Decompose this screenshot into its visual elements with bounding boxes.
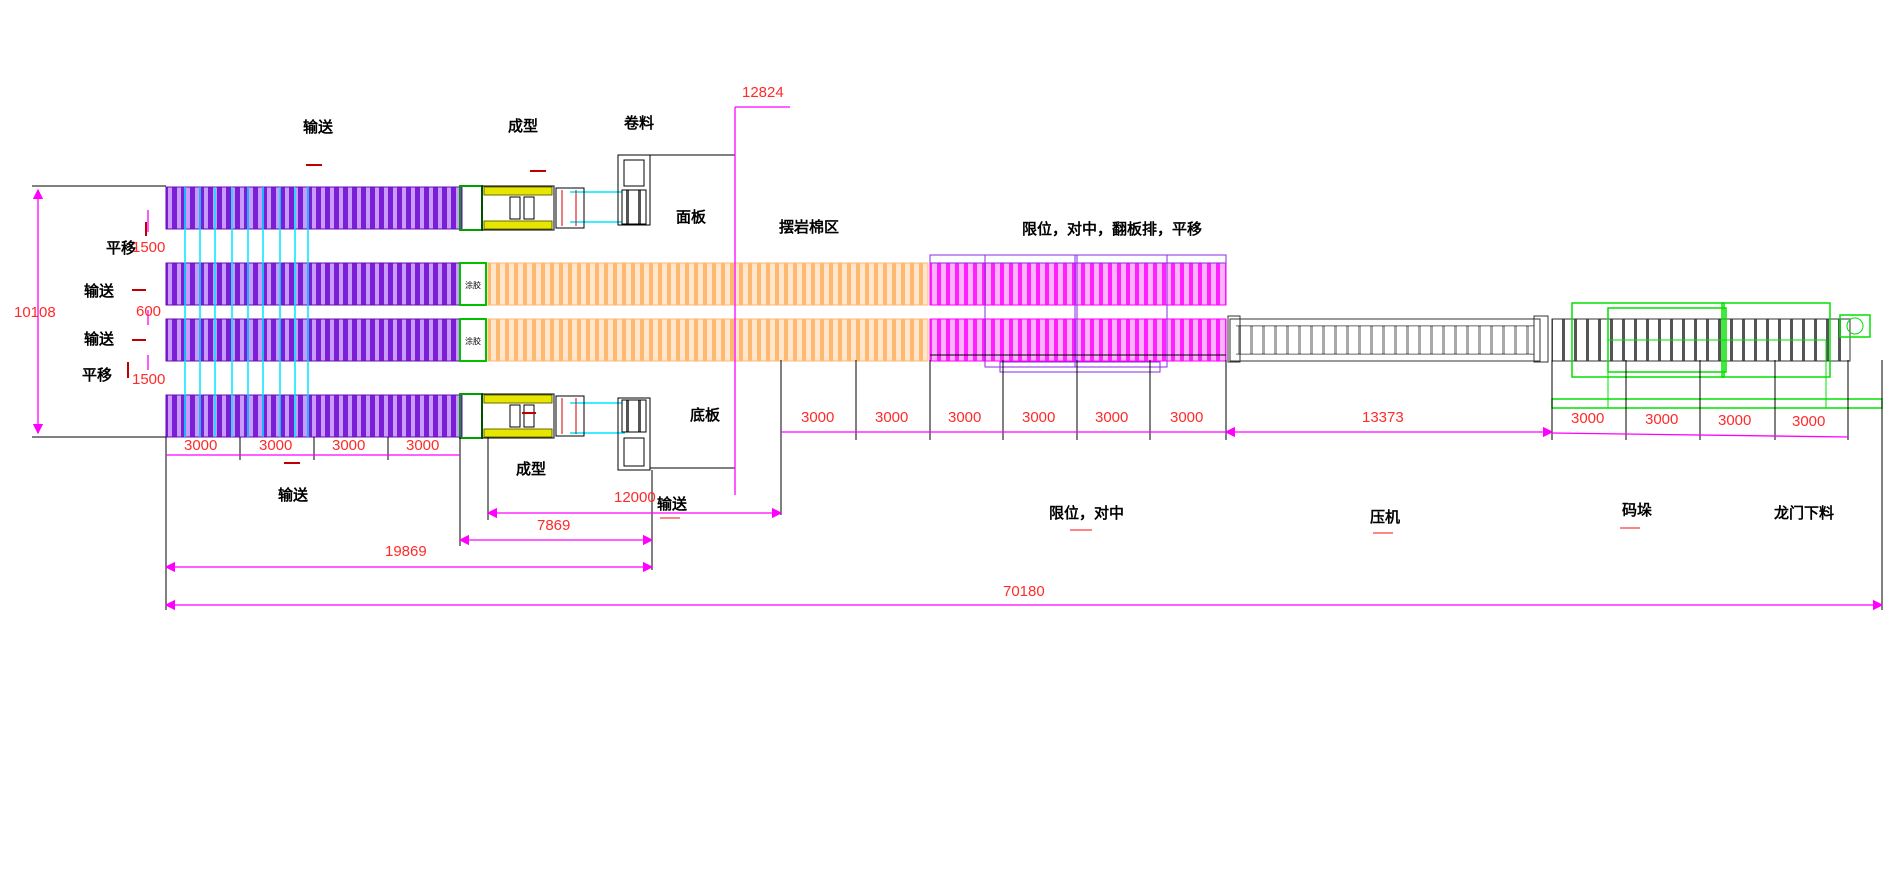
dim-19869: 19869: [385, 543, 427, 560]
glue-label-1: 涂胶: [465, 280, 481, 290]
dim-12000: 12000: [614, 489, 656, 506]
dim-600: 600: [136, 303, 161, 320]
dim-left-seg-4: 3000: [406, 437, 439, 454]
label-coiling: 卷料: [623, 114, 654, 132]
dim-mid-seg-2: 3000: [875, 409, 908, 426]
transfer-lines: [184, 187, 625, 437]
dim-left-seg-2: 3000: [259, 437, 292, 454]
dim-mid-seg-6: 3000: [1170, 409, 1203, 426]
label-limit-center-flip: 限位，对中，翻板排，平移: [1022, 220, 1202, 238]
label-translate-upper: 平移: [106, 239, 136, 257]
dimension-lines: [32, 106, 1884, 611]
direction-arrows: [127, 164, 1640, 534]
glue-unit-2: 涂胶: [459, 318, 487, 362]
dim-1500-top: 1500: [132, 239, 165, 256]
press-line: [1227, 315, 1549, 363]
dim-7869: 7869: [537, 517, 570, 534]
dim-right-seg-3: 3000: [1718, 412, 1751, 429]
dim-mid-seg-4: 3000: [1022, 409, 1055, 426]
dim-10108: 10108: [14, 304, 56, 321]
conveyor-row-bottom: [165, 394, 463, 438]
glue-label-2: 涂胶: [465, 336, 481, 346]
dim-mid-seg-3: 3000: [948, 409, 981, 426]
label-limit-center: 限位，对中: [1049, 504, 1124, 522]
dim-right-seg-1: 3000: [1571, 410, 1604, 427]
dim-mid-seg-5: 3000: [1095, 409, 1128, 426]
label-forming-top: 成型: [508, 117, 538, 135]
dim-13373: 13373: [1362, 409, 1404, 426]
label-conveying-row3: 输送: [84, 330, 115, 348]
label-panel-bottom: 底板: [690, 406, 721, 424]
label-stacking: 码垛: [1622, 501, 1652, 519]
dim-70180: 70180: [1003, 583, 1045, 600]
reference-lines: [32, 185, 1883, 610]
forming-machine-bottom: [459, 393, 585, 439]
rockwool-zone: [487, 262, 929, 362]
label-gantry-unload: 龙门下料: [1773, 504, 1834, 522]
label-conveying-bottom: 输送: [278, 486, 309, 504]
dim-left-seg-3: 3000: [332, 437, 365, 454]
limit-center-flip-zone: [929, 254, 1227, 373]
glue-unit-1: 涂胶: [459, 262, 487, 306]
dim-mid-seg-1: 3000: [801, 409, 834, 426]
conveyor-row-2: [165, 262, 463, 306]
stacking-gantry: [1551, 302, 1883, 409]
conveyor-row-3: [165, 318, 463, 362]
label-forming-bottom: 成型: [516, 460, 546, 478]
label-panel-face: 面板: [676, 208, 707, 226]
conveyor-row-top: [165, 186, 463, 230]
label-rockwool-zone: 摆岩棉区: [779, 218, 839, 236]
dim-12824: 12824: [742, 84, 784, 101]
forming-machine-top: [459, 185, 585, 231]
dim-right-seg-4: 3000: [1792, 413, 1825, 430]
label-translate-lower: 平移: [82, 366, 112, 384]
coiler-bottom: [617, 397, 735, 471]
label-conveying-top: 输送: [303, 118, 334, 136]
dim-left-seg-1: 3000: [184, 437, 217, 454]
dim-right-seg-2: 3000: [1645, 411, 1678, 428]
label-press: 压机: [1370, 508, 1400, 526]
dim-1500-bottom: 1500: [132, 371, 165, 388]
label-conveying-row2: 输送: [84, 282, 115, 300]
coiler-top: [617, 154, 735, 226]
label-conveying-mid: 输送: [657, 495, 688, 513]
